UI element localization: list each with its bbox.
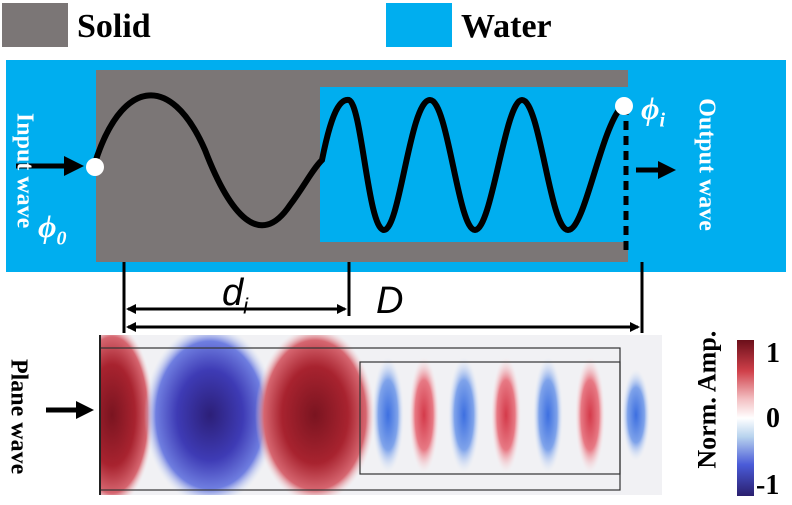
field-lobe (575, 357, 605, 473)
water-legend-swatch (386, 3, 452, 47)
phi-0-label: ϕ0 (38, 208, 67, 250)
d-i-label: di (222, 272, 249, 319)
D-dimension (126, 262, 644, 333)
field-lobe (100, 335, 154, 495)
water-legend-label: Water (461, 8, 552, 45)
solid-legend-swatch (2, 3, 68, 47)
d-i-dimension (122, 262, 351, 333)
phi-0-point (86, 158, 104, 176)
colorbar-tick-max: 1 (766, 338, 780, 369)
colorbar-tick-min: -1 (756, 470, 780, 501)
field-lobe (448, 357, 480, 473)
phi-i-label: ϕi (641, 90, 666, 132)
field-lobe (144, 335, 276, 495)
D-label: D (376, 280, 404, 322)
field-lobe (491, 357, 521, 473)
output-arrow (636, 161, 676, 179)
field-lobe (622, 369, 650, 461)
field-lobe (409, 357, 439, 473)
field-lobe (533, 357, 563, 473)
field-lobe (255, 335, 375, 495)
input-arrow (16, 156, 84, 176)
water-slot-outline (359, 361, 621, 475)
colorbar (737, 340, 754, 496)
plane-wave-arrow (46, 401, 94, 419)
phi-i-point (615, 97, 633, 115)
colorbar-title: Norm. Amp. (692, 330, 722, 469)
colorbar-tick-mid: 0 (766, 403, 780, 434)
field-lobe (372, 357, 404, 473)
solid-legend-label: Solid (77, 8, 151, 45)
waveform-curve (91, 92, 625, 234)
